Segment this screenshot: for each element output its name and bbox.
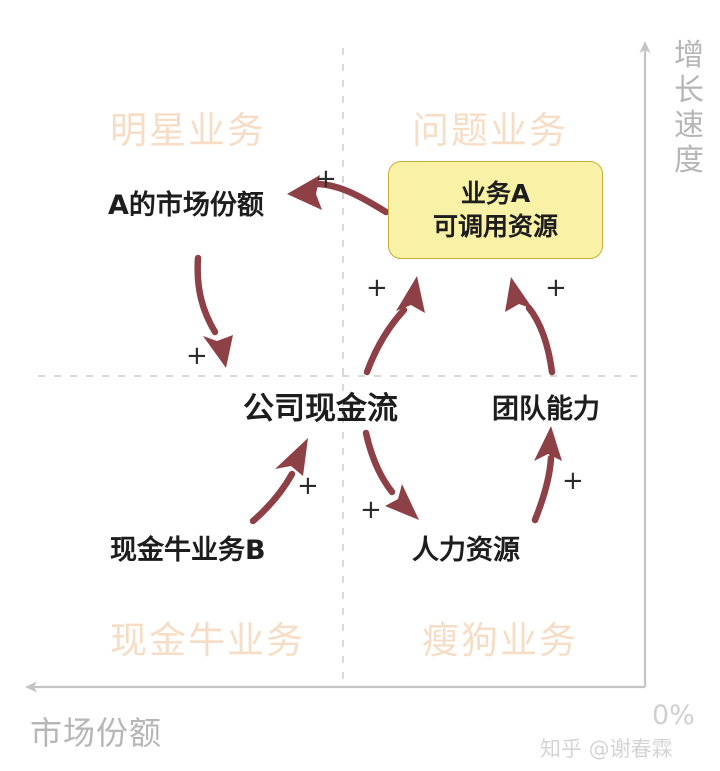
polarity-sign-cash-flow-to-hr: + bbox=[360, 495, 382, 525]
polarity-sign-cash-flow-to-box: + bbox=[366, 273, 388, 303]
polarity-sign-cow-b-to-cash-flow: + bbox=[297, 471, 319, 501]
quadrant-label-cash-cow: 现金牛业务 bbox=[110, 619, 305, 662]
quadrant-label-star: 明星业务 bbox=[110, 109, 266, 152]
node-human-resources: 人力资源 bbox=[412, 535, 520, 566]
quadrant-label-dog: 瘦狗业务 bbox=[422, 619, 578, 662]
watermark: 知乎 @谢春霖 bbox=[540, 737, 673, 761]
axis-x-arrowhead bbox=[25, 681, 37, 693]
polarity-sign-a-share-to-cash-flow: + bbox=[186, 341, 208, 371]
polarity-sign-hr-to-team: + bbox=[562, 466, 584, 496]
link-team-to-box bbox=[505, 277, 556, 376]
axis-y-arrowhead bbox=[639, 41, 651, 53]
quadrant-label-question: 问题业务 bbox=[412, 109, 568, 152]
link-box-to-a-share bbox=[287, 175, 390, 216]
link-hr-to-team bbox=[531, 426, 562, 524]
node-company-cash-flow: 公司现金流 bbox=[243, 391, 398, 427]
focus-box-line-2: 可调用资源 bbox=[432, 212, 558, 241]
link-cowb-to-cf bbox=[249, 438, 308, 525]
focus-box-line-1: 业务A bbox=[460, 179, 531, 208]
polarity-sign-team-to-box: + bbox=[545, 273, 567, 303]
link-a-share-to-cf bbox=[194, 254, 233, 368]
focus-box-business-a: 业务A 可调用资源 bbox=[388, 161, 603, 259]
node-team-capability: 团队能力 bbox=[492, 394, 600, 425]
node-a-market-share: A的市场份额 bbox=[108, 190, 264, 221]
link-cf-to-hr bbox=[362, 429, 419, 520]
link-cf-to-box bbox=[363, 276, 425, 376]
polarity-sign-box-to-a-share: + bbox=[315, 164, 337, 194]
axis-label-growth-rate: 增长速度 bbox=[674, 38, 704, 179]
axis-label-market-share: 市场份额 bbox=[30, 714, 163, 752]
node-cash-cow-business-b: 现金牛业务B bbox=[110, 535, 266, 566]
axis-origin-label: 0% bbox=[652, 700, 695, 731]
